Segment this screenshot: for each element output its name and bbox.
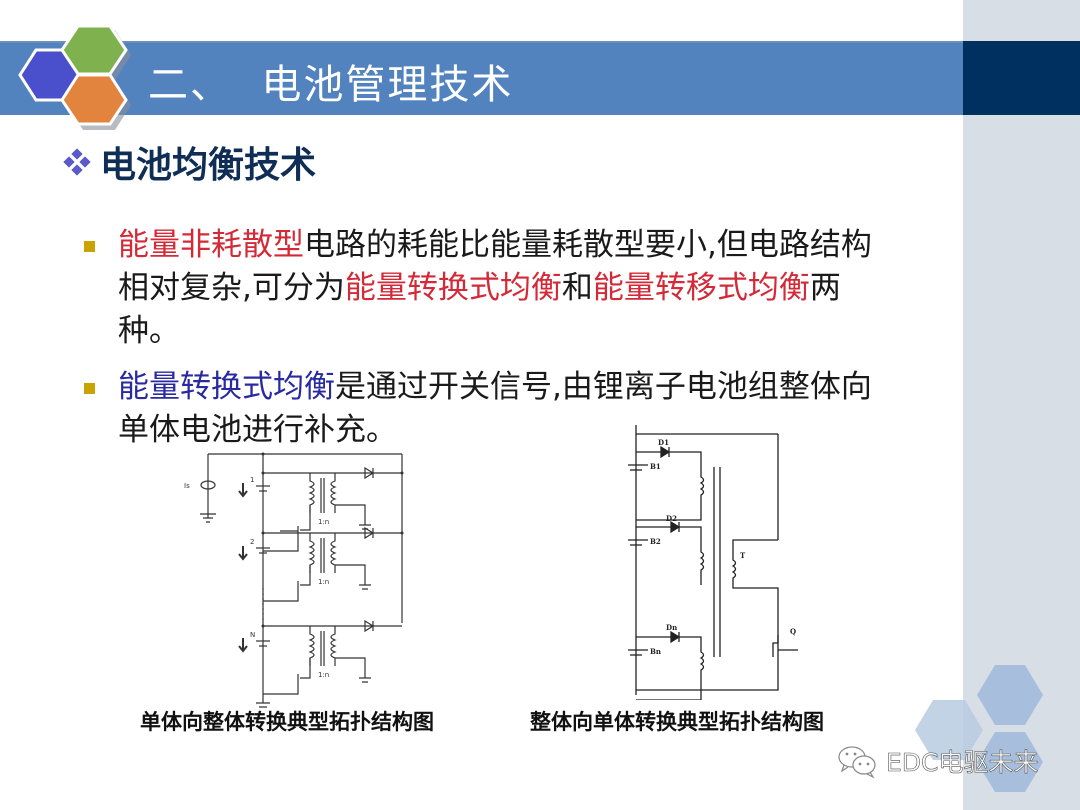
bullet-square-icon (84, 241, 95, 252)
svg-text:Bn: Bn (650, 647, 661, 656)
watermark-text: EDC电驱未来 (886, 748, 1039, 778)
green-hexagon (60, 24, 128, 76)
section-title: 电池均衡技术 (100, 145, 317, 186)
wechat-icon (838, 746, 876, 779)
svg-text:B1: B1 (650, 462, 661, 471)
slide-title: 二、 电池管理技术 (148, 62, 514, 108)
svg-text:1:n: 1:n (318, 671, 329, 679)
svg-text:D2: D2 (666, 514, 677, 523)
cell-to-pack-circuit-diagram: Is 1 2 N 1:n 1:n 1:n (184, 452, 404, 708)
watermark: EDC电驱未来 (836, 743, 1039, 779)
diamond-cluster-icon (62, 147, 92, 177)
text: 是通过开关信号,由锂离子电池组整体向单体电池进行补充。 (118, 369, 872, 448)
svg-text:B2: B2 (650, 537, 661, 546)
text-red: 能量转换式均衡 (344, 270, 562, 306)
pack-to-cell-circuit-diagram: D1 B1 D2 B2 Dn Bn T Q (628, 425, 798, 700)
figure-caption-left: 单体向整体转换典型拓扑结构图 (140, 710, 434, 734)
text-red: 能量非耗散型 (118, 227, 304, 263)
bullet-square-icon (84, 383, 95, 394)
logo-hexagons-icon (18, 24, 131, 130)
svg-text:D1: D1 (658, 438, 669, 447)
section-heading: 电池均衡技术 (62, 136, 316, 188)
svg-text:Dn: Dn (666, 623, 677, 632)
text: 两种。 (118, 270, 841, 349)
svg-text:N: N (250, 631, 255, 639)
svg-text:Q: Q (790, 627, 796, 636)
svg-text:1:n: 1:n (318, 578, 329, 586)
svg-text:T: T (740, 551, 746, 560)
bullet-item-2: 能量转换式均衡是通过开关信号,由锂离子电池组整体向单体电池进行补充。 (84, 366, 884, 452)
decorative-hexagons-icon (915, 665, 1043, 792)
orange-hexagon (60, 73, 128, 126)
text: 电路的耗能比能量耗散型要小,但电路结构相对复杂,可分为 (118, 227, 872, 306)
title-bar-dark-end (963, 41, 1080, 115)
title-bar (0, 41, 963, 115)
svg-text:1: 1 (250, 476, 254, 484)
svg-text:2: 2 (250, 538, 254, 546)
text-blue: 能量转换式均衡 (118, 369, 335, 405)
text-red: 能量转移式均衡 (592, 270, 810, 306)
svg-text:Is: Is (184, 482, 190, 490)
svg-text:1:n: 1:n (318, 518, 329, 526)
bullet-item-1: 能量非耗散型电路的耗能比能量耗散型要小,但电路结构相对复杂,可分为能量转换式均衡… (84, 224, 884, 353)
figure-caption-right: 整体向单体转换典型拓扑结构图 (530, 710, 824, 734)
text: 和 (561, 270, 593, 306)
